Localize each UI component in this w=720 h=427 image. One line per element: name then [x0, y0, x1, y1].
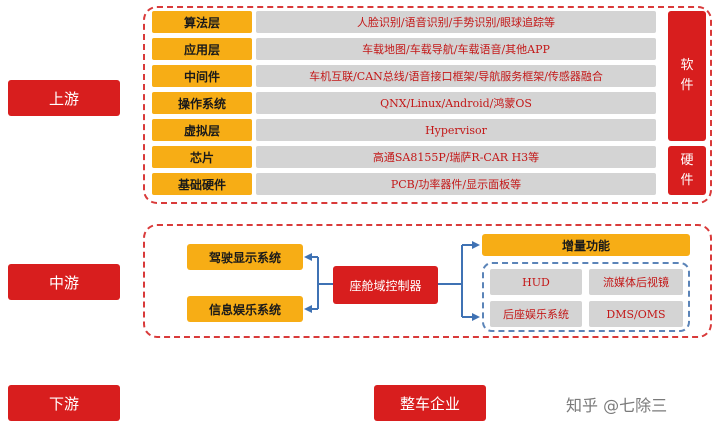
stage-midstream: 中游: [8, 264, 120, 300]
layer-label: 虚拟层: [152, 119, 252, 141]
feature-streaming-mirror: 流媒体后视镜: [589, 269, 683, 295]
layer-label: 中间件: [152, 65, 252, 87]
layer-label: 算法层: [152, 11, 252, 33]
software-label: 软 件: [668, 11, 706, 141]
stage-upstream: 上游: [8, 80, 120, 116]
midstream-frame: [143, 224, 712, 338]
layer-label: 操作系统: [152, 92, 252, 114]
hardware-char: 硬: [680, 152, 694, 168]
layer-label: 应用层: [152, 38, 252, 60]
layer-desc: 车机互联/CAN总线/语音接口框架/导航服务框架/传感器融合: [256, 65, 656, 87]
hardware-label: 硬 件: [668, 146, 706, 195]
stage-downstream: 下游: [8, 385, 120, 421]
downstream-oem-label: 整车企业: [399, 394, 460, 413]
cockpit-domain-controller: 座舱域控制器: [333, 266, 438, 304]
increment-feature-group: [482, 262, 690, 332]
layer-desc: PCB/功率器件/显示面板等: [256, 173, 656, 195]
increment-functions-title: 增量功能: [482, 234, 690, 256]
watermark: 知乎 @七除三: [566, 396, 668, 415]
feature-hud: HUD: [490, 269, 582, 295]
layer-desc: 高通SA8155P/瑞萨R-CAR H3等: [256, 146, 656, 168]
layer-desc: Hypervisor: [256, 119, 656, 141]
infotainment-system: 信息娱乐系统: [187, 296, 303, 322]
layer-desc: QNX/Linux/Android/鸿蒙OS: [256, 92, 656, 114]
layer-desc: 车载地图/车载导航/车载语音/其他APP: [256, 38, 656, 60]
software-char: 软: [680, 58, 694, 73]
software-char: 件: [680, 78, 694, 93]
stage-midstream-label: 中游: [48, 273, 79, 292]
feature-dms-oms: DMS/OMS: [589, 301, 683, 327]
layer-desc: 人脸识别/语音识别/手势识别/眼球追踪等: [256, 11, 656, 33]
upstream-frame: [143, 6, 712, 204]
downstream-oem: 整车企业: [374, 385, 486, 421]
layer-label: 芯片: [152, 146, 252, 168]
hardware-char: 件: [680, 172, 694, 188]
stage-upstream-label: 上游: [48, 89, 79, 108]
stage-downstream-label: 下游: [48, 394, 79, 413]
layer-label: 基础硬件: [152, 173, 252, 195]
feature-rear-entertainment: 后座娱乐系统: [490, 301, 582, 327]
driving-display-system: 驾驶显示系统: [187, 244, 303, 270]
